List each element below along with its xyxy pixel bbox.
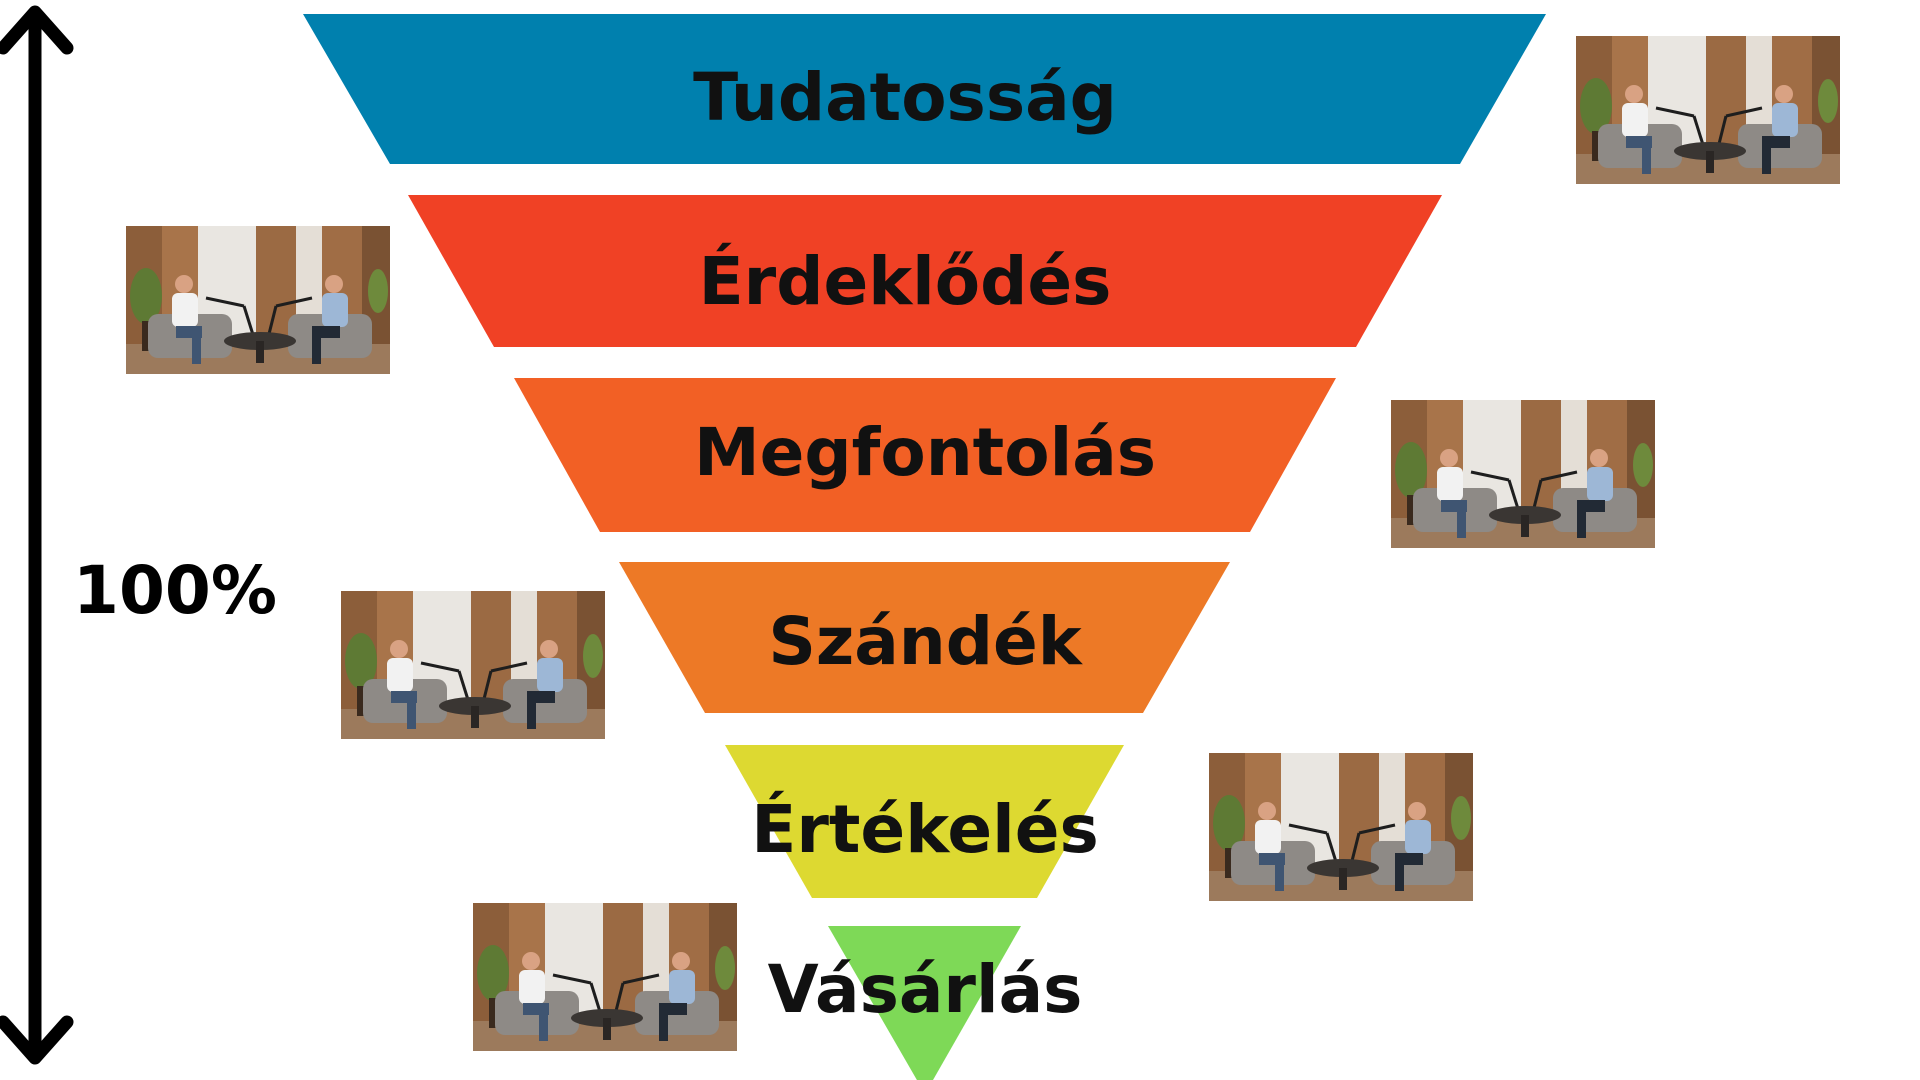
funnel-stage-intent	[619, 562, 1230, 713]
photo-podcast-2	[124, 224, 392, 376]
funnel-stage-evaluation	[725, 745, 1124, 898]
funnel-stage-awareness	[303, 14, 1546, 164]
funnel-stage-label-awareness: Tudatosság	[693, 59, 1117, 136]
funnel-stage-interest	[408, 195, 1442, 347]
funnel-stage-purchase	[828, 926, 1021, 1080]
funnel-stage-label-intent: Szándék	[768, 603, 1083, 680]
photo-podcast-5	[1207, 751, 1475, 903]
photo-podcast-4	[339, 589, 607, 741]
photo-podcast-3	[1389, 398, 1657, 550]
funnel-stage-label-consideration: Megfontolás	[694, 414, 1156, 491]
photo-podcast-1	[1574, 34, 1842, 186]
funnel-stage-label-interest: Érdeklődés	[699, 242, 1112, 320]
funnel-stage-label-evaluation: Értékelés	[751, 790, 1099, 868]
funnel-stage-label-purchase: Vásárlás	[768, 951, 1083, 1028]
funnel: Tudatosság Érdeklődés Megfontolás Szándé…	[303, 14, 1546, 1080]
funnel-stage-consideration	[514, 378, 1336, 532]
photo-podcast-6	[471, 901, 739, 1053]
percent-label: 100%	[73, 552, 277, 629]
double-arrow-icon	[0, 5, 74, 1065]
